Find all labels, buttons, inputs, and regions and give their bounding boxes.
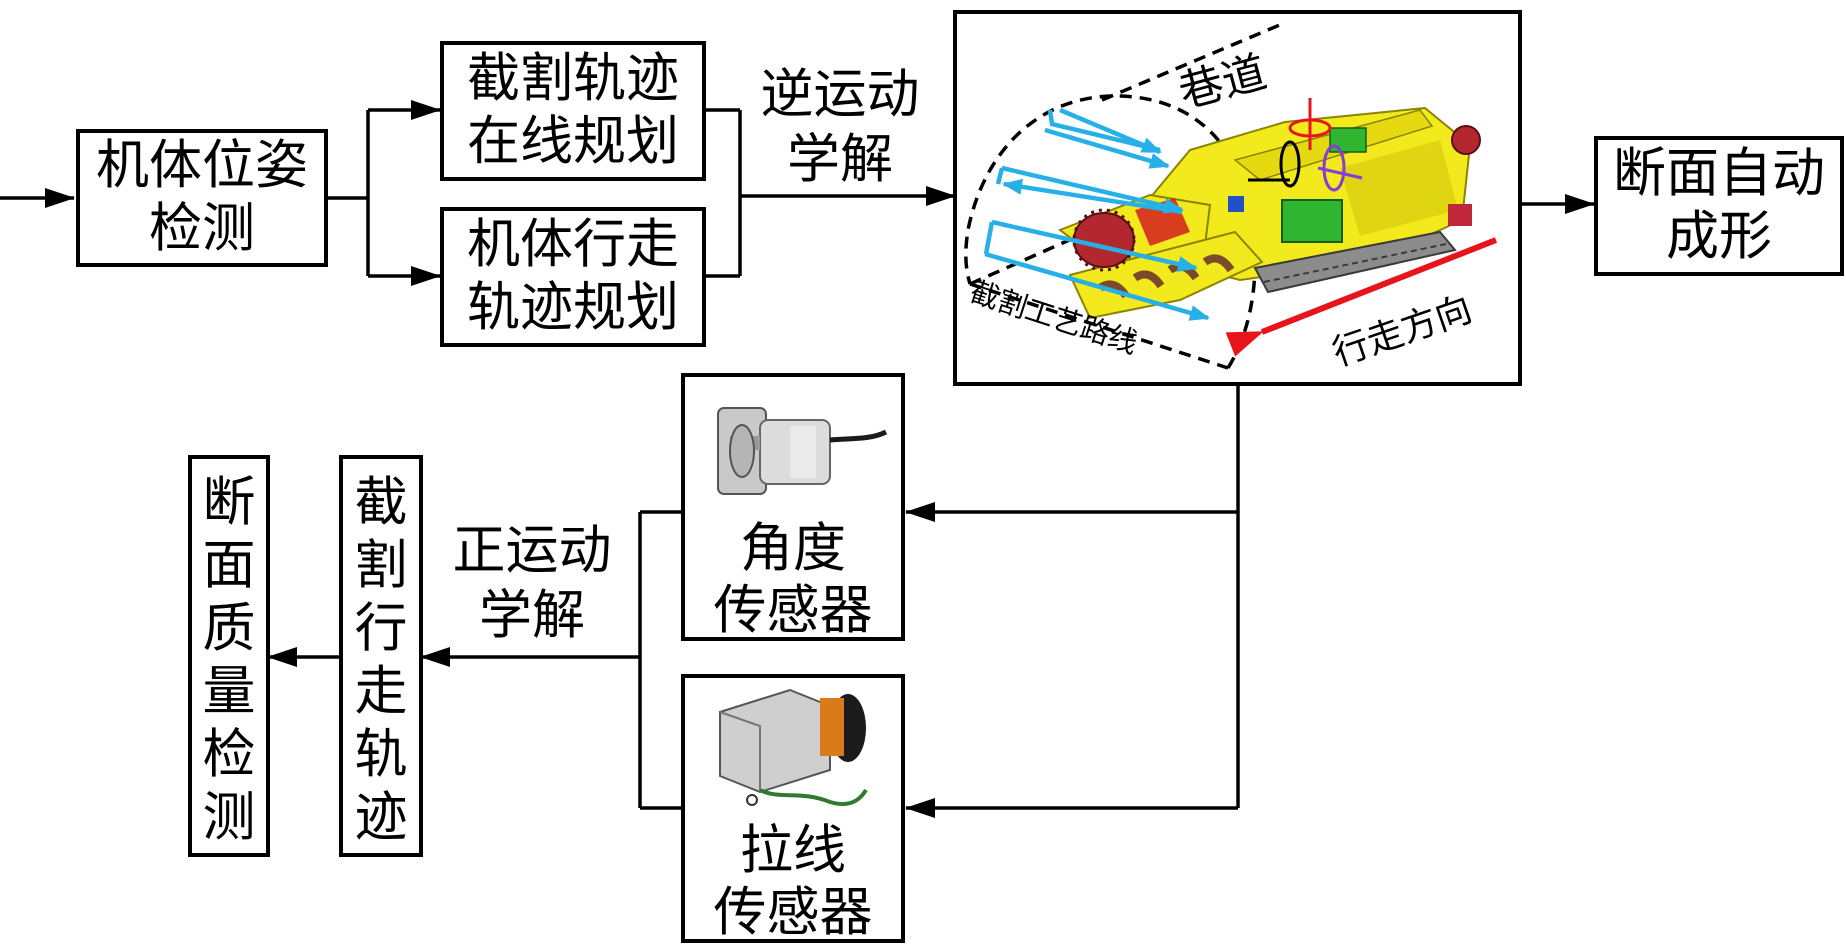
cut-plan-block: 截割轨迹 在线规划 [440,41,706,181]
svg-text:角度: 角度 [740,518,846,579]
angle-sensor-block: 角度 传感器 [681,373,905,641]
cutter-head [1073,212,1135,268]
svg-text:检测: 检测 [149,198,255,259]
svg-text:面: 面 [203,535,256,596]
svg-text:行: 行 [355,598,408,659]
rotation-axes [1248,98,1363,192]
walk-plan-block: 机体行走 轨迹规划 [440,207,706,347]
inverse-kinematics-label: 逆运动 学解 [761,64,920,190]
svg-text:机体位姿: 机体位姿 [96,135,308,196]
svg-text:学解: 学解 [787,129,893,190]
auto-form-block: 断面自动 成形 [1594,136,1844,276]
svg-text:在线规划: 在线规划 [467,111,679,172]
cutting-route-arrows [983,107,1210,321]
svg-text:量: 量 [203,661,256,722]
svg-text:逆运动: 逆运动 [761,64,920,125]
svg-text:割: 割 [355,535,408,596]
svg-text:传感器: 传感器 [714,882,873,943]
svg-text:迹: 迹 [355,787,408,848]
svg-text:测: 测 [203,787,256,848]
svg-text:轨迹规划: 轨迹规划 [467,277,679,338]
svg-text:质: 质 [203,598,256,659]
svg-text:轨: 轨 [355,724,408,785]
svg-text:学解: 学解 [479,585,585,646]
connectors-bottom [267,384,1240,818]
wire-sensor-image [719,688,868,807]
svg-text:拉线: 拉线 [740,820,846,881]
svg-text:成形: 成形 [1666,206,1772,267]
machine-illustration: 巷道 截割工艺路线 行走方向 [953,10,1522,386]
motor-unit [1281,199,1343,243]
cut-track-block: 截 割 行 走 轨 迹 [339,455,423,857]
roadheader-machine [1057,106,1481,320]
svg-text:传感器: 传感器 [714,580,873,641]
quality-detect-block: 断 面 质 量 检 测 [188,455,270,857]
svg-text:断: 断 [203,472,256,533]
svg-text:截割轨迹: 截割轨迹 [467,48,679,109]
svg-text:正运动: 正运动 [453,520,612,581]
walk-direction-arrow [1225,237,1498,357]
svg-text:走: 走 [355,661,408,722]
shovel-plate [1068,230,1264,320]
svg-text:机体行走: 机体行走 [467,214,679,275]
forward-kinematics-label: 正运动 学解 [453,520,612,646]
wire-sensor-block: 拉线 传感器 [681,674,905,943]
svg-text:检: 检 [203,724,256,785]
svg-text:断面自动: 断面自动 [1613,143,1825,204]
svg-text:截: 截 [355,472,408,533]
angle-sensor-image [717,407,888,495]
connectors-top [0,100,1595,286]
pose-detect-block: 机体位姿 检测 [76,129,328,267]
